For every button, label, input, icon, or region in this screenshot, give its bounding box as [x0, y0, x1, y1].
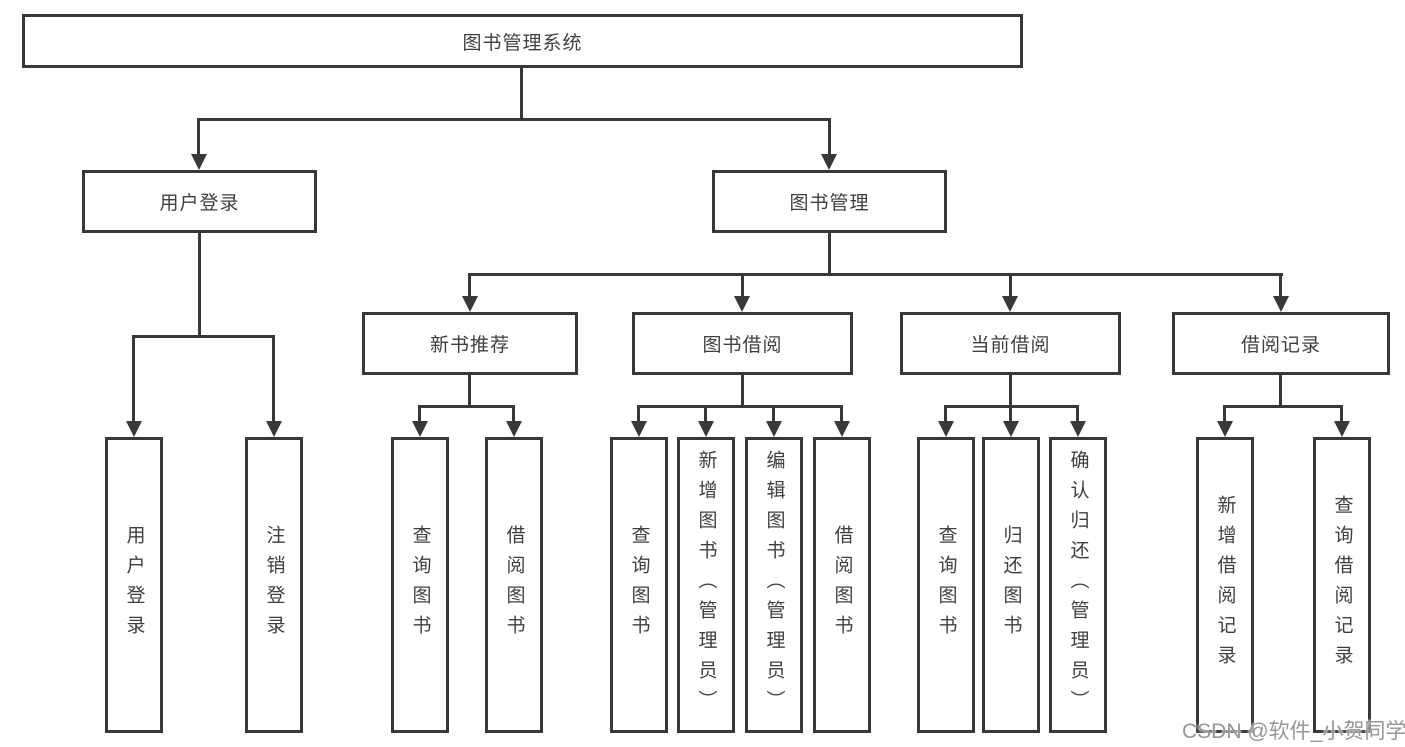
connector-line: [418, 405, 515, 408]
arrow-down-icon: [191, 154, 207, 170]
leaf-borrow-edit-book-admin: 编辑图书（管理员）: [745, 437, 803, 733]
node-new-book-recommend: 新书推荐: [362, 312, 578, 375]
leaf-logout: 注销登录: [245, 437, 303, 733]
connector-line: [198, 233, 201, 335]
leaf-record-add-record: 新增借阅记录: [1196, 437, 1254, 733]
node-book-management: 图书管理: [712, 170, 947, 233]
arrow-down-icon: [126, 421, 142, 437]
node-user-login: 用户登录: [82, 170, 317, 233]
connector-line: [637, 405, 640, 423]
connector-line: [418, 405, 421, 423]
arrow-down-icon: [766, 421, 782, 437]
leaf-borrow-add-book-admin: 新增图书（管理员）: [677, 437, 735, 733]
watermark: CSDN @软件_小贺同学: [1182, 720, 1405, 743]
arrow-down-icon: [412, 421, 428, 437]
connector-line: [1076, 405, 1079, 423]
connector-line: [197, 118, 200, 156]
connector-line: [772, 405, 775, 423]
arrow-down-icon: [1273, 296, 1289, 312]
connector-line: [468, 273, 471, 298]
connector-line: [132, 335, 135, 423]
connector-line: [1223, 405, 1226, 423]
arrow-down-icon: [631, 421, 647, 437]
arrow-down-icon: [462, 296, 478, 312]
connector-line: [1223, 405, 1343, 408]
node-root: 图书管理系统: [22, 14, 1023, 68]
arrow-down-icon: [821, 154, 837, 170]
node-current-borrow: 当前借阅: [900, 312, 1121, 375]
arrow-down-icon: [506, 421, 522, 437]
arrow-down-icon: [1334, 421, 1350, 437]
leaf-borrow-borrow-book: 借阅图书: [813, 437, 871, 733]
connector-line: [1009, 375, 1012, 405]
arrow-down-icon: [1003, 421, 1019, 437]
node-borrow-record: 借阅记录: [1172, 312, 1390, 375]
connector-line: [828, 118, 831, 156]
connector-line: [741, 273, 744, 298]
connector-line: [468, 273, 1283, 276]
leaf-current-confirm-return-admin: 确认归还（管理员）: [1049, 437, 1107, 733]
connector-line: [272, 335, 275, 423]
leaf-user-login: 用户登录: [105, 437, 163, 733]
arrow-down-icon: [698, 421, 714, 437]
connector-line: [944, 405, 947, 423]
node-book-borrow: 图书借阅: [632, 312, 853, 375]
arrow-down-icon: [266, 421, 282, 437]
connector-line: [741, 375, 744, 405]
arrow-down-icon: [734, 296, 750, 312]
connector-line: [1340, 405, 1343, 423]
connector-line: [704, 405, 707, 423]
arrow-down-icon: [938, 421, 954, 437]
leaf-recommend-borrow-book: 借阅图书: [485, 437, 543, 733]
connector-line: [828, 233, 831, 273]
connector-line: [132, 335, 275, 338]
connector-line: [468, 375, 471, 405]
leaf-current-query-book: 查询图书: [917, 437, 975, 733]
arrow-down-icon: [834, 421, 850, 437]
connector-line: [1279, 273, 1282, 298]
leaf-record-query-record: 查询借阅记录: [1313, 437, 1371, 733]
connector-line: [637, 405, 843, 408]
connector-line: [1009, 273, 1012, 298]
connector-line: [520, 68, 523, 118]
arrow-down-icon: [1002, 296, 1018, 312]
arrow-down-icon: [1217, 421, 1233, 437]
connector-line: [840, 405, 843, 423]
connector-line: [1279, 375, 1282, 405]
leaf-borrow-query-book: 查询图书: [610, 437, 668, 733]
leaf-recommend-query-book: 查询图书: [391, 437, 449, 733]
connector-line: [512, 405, 515, 423]
connector-line: [197, 118, 831, 121]
arrow-down-icon: [1070, 421, 1086, 437]
connector-line: [1009, 405, 1012, 423]
leaf-current-return-book: 归还图书: [982, 437, 1040, 733]
